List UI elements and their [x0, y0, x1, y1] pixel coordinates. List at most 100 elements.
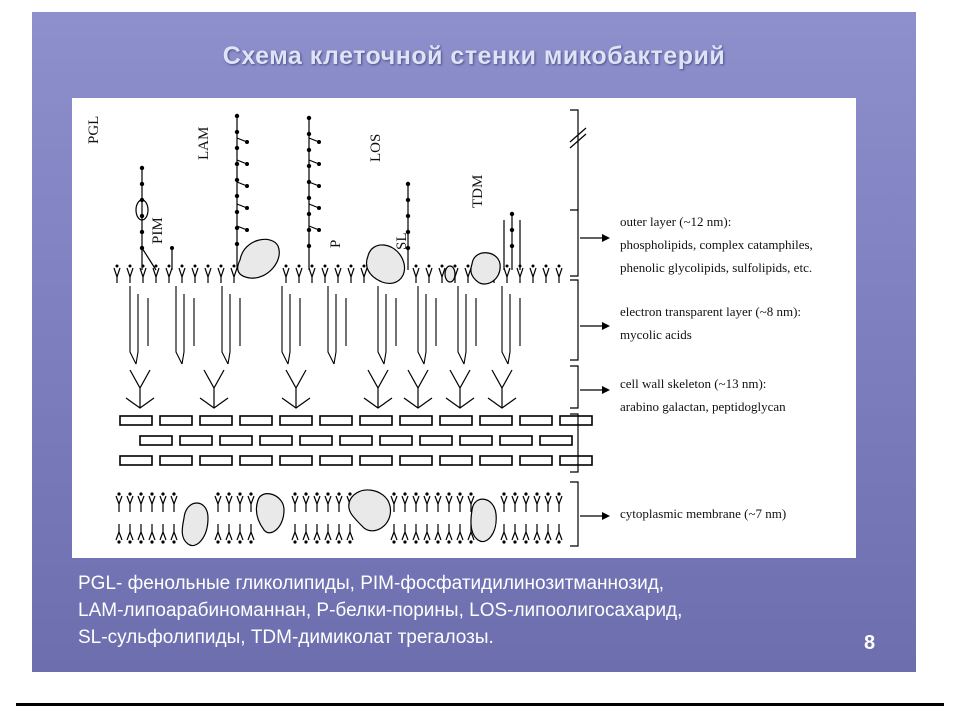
lam-chain-sugar [234, 241, 240, 247]
label-lam: LAM [196, 126, 212, 160]
membrane-lipid-head [216, 492, 220, 496]
lam-chain-2-sugar [306, 163, 312, 169]
membrane-protein-2 [255, 493, 285, 534]
los-chain-sugar [405, 197, 411, 203]
membrane-lipid [291, 495, 299, 541]
porin-outer-1 [237, 238, 280, 279]
outer-lipid-head [529, 267, 537, 283]
outer-lipid-dot [232, 264, 236, 268]
label-tdm: TDM [470, 174, 486, 208]
layer-outer-line1: outer layer (~12 nm): [620, 214, 732, 229]
peptidoglycan-brick [299, 435, 333, 446]
peptidoglycan-brick [239, 455, 273, 466]
arabinogalactan-fork [445, 369, 475, 409]
outer-lipid-dot [414, 264, 418, 268]
layer-membrane-line1: cytoplasmic membrane (~7 nm) [620, 506, 787, 521]
membrane-lipid-head [348, 540, 352, 544]
peptidoglycan-brick [539, 435, 573, 446]
legend-line-2: LAM-липоарабиноманнан, P-белки-порины, L… [78, 600, 683, 621]
peptidoglycan-brick [559, 415, 593, 426]
outer-lipid-head [113, 267, 121, 283]
outer-lipid-dot [154, 264, 158, 268]
layer-skeleton-line2: arabino galactan, peptidoglycan [620, 399, 786, 414]
arabinogalactan-fork [403, 369, 433, 409]
layer-transparent-line2: mycolic acids [620, 327, 692, 342]
lam-chain-sugar [234, 177, 240, 183]
peptidoglycan-brick [279, 455, 313, 466]
membrane-lipid [456, 495, 464, 541]
membrane-lipid-head [238, 540, 242, 544]
los-chain-sugar [405, 213, 411, 219]
lam-chain-2-sugar [306, 227, 312, 233]
lam-branch-sugar [317, 206, 321, 210]
lam-chain-2-sugar [306, 211, 312, 217]
membrane-lipid [555, 495, 563, 541]
legend: PGL- фенольные гликолипиды, PIM-фосфатид… [78, 570, 898, 651]
outer-lipid-head [308, 267, 316, 283]
pgl-chain-sugar [139, 229, 145, 235]
lam-chain-2-sugar [306, 131, 312, 137]
membrane-lipid [148, 495, 156, 541]
membrane-lipid [302, 495, 310, 541]
membrane-lipid [412, 495, 420, 541]
peptidoglycan-brick [519, 455, 553, 466]
mycolic-acid-pair [417, 286, 437, 365]
membrane-lipid [137, 495, 145, 541]
layer-transparent-line1: electron transparent layer (~8 nm): [620, 304, 802, 319]
legend-line-3: SL-сульфолипиды, TDM-димиколат трегалозы… [78, 627, 494, 648]
arabinogalactan-fork [125, 369, 155, 409]
arabinogalactan-fork [487, 369, 517, 409]
sulfolipid-blob [444, 265, 456, 283]
membrane-lipid [401, 495, 409, 541]
membrane-lipid-head [469, 540, 473, 544]
peptidoglycan-brick [319, 415, 353, 426]
membrane-lipid-head [128, 492, 132, 496]
bracket-break-mark [569, 133, 587, 149]
peptidoglycan-brick [219, 435, 253, 446]
membrane-lipid-head [293, 492, 297, 496]
membrane-lipid-head [524, 492, 528, 496]
outer-lipid-dot [557, 264, 561, 268]
outer-lipid-head [217, 267, 225, 283]
membrane-lipid-head [161, 540, 165, 544]
tdm-chain-sugar [509, 211, 515, 217]
membrane-lipid-head [557, 492, 561, 496]
mycolic-acid-pair [377, 286, 397, 365]
outer-lipid-head [204, 267, 212, 283]
outer-lipid-head [230, 267, 238, 283]
membrane-lipid [115, 495, 123, 541]
label-los: LOS [368, 133, 384, 162]
pgl-chain-sugar [139, 181, 145, 187]
outer-lipid-dot [544, 264, 548, 268]
membrane-lipid-head [337, 492, 341, 496]
membrane-lipid-head [425, 492, 429, 496]
outer-lipid-dot [206, 264, 210, 268]
membrane-lipid-head [535, 540, 539, 544]
membrane-lipid-head [161, 492, 165, 496]
peptidoglycan-brick [399, 455, 433, 466]
membrane-lipid-head [227, 492, 231, 496]
membrane-lipid [335, 495, 343, 541]
membrane-lipid-head [117, 540, 121, 544]
lam-chain-sugar [234, 129, 240, 135]
pgl-phenol-ring [135, 199, 149, 221]
outer-lipid-dot [362, 264, 366, 268]
membrane-lipid-head [414, 492, 418, 496]
outer-lipid-head [126, 267, 134, 283]
outer-lipid-head [178, 267, 186, 283]
membrane-lipid-head [315, 492, 319, 496]
outer-lipid-dot [440, 264, 444, 268]
outer-lipid-dot [284, 264, 288, 268]
lam-branch-sugar [245, 184, 249, 188]
membrane-lipid [500, 495, 508, 541]
peptidoglycan-brick [479, 415, 513, 426]
lam-chain-sugar [234, 161, 240, 167]
peptidoglycan-brick [279, 415, 313, 426]
outer-lipid-dot [505, 264, 509, 268]
membrane-lipid-head [216, 540, 220, 544]
peptidoglycan-brick [499, 435, 533, 446]
lam-branch-sugar [245, 162, 249, 166]
membrane-lipid-head [392, 540, 396, 544]
outer-lipid-head [347, 267, 355, 283]
membrane-lipid-head [249, 540, 253, 544]
